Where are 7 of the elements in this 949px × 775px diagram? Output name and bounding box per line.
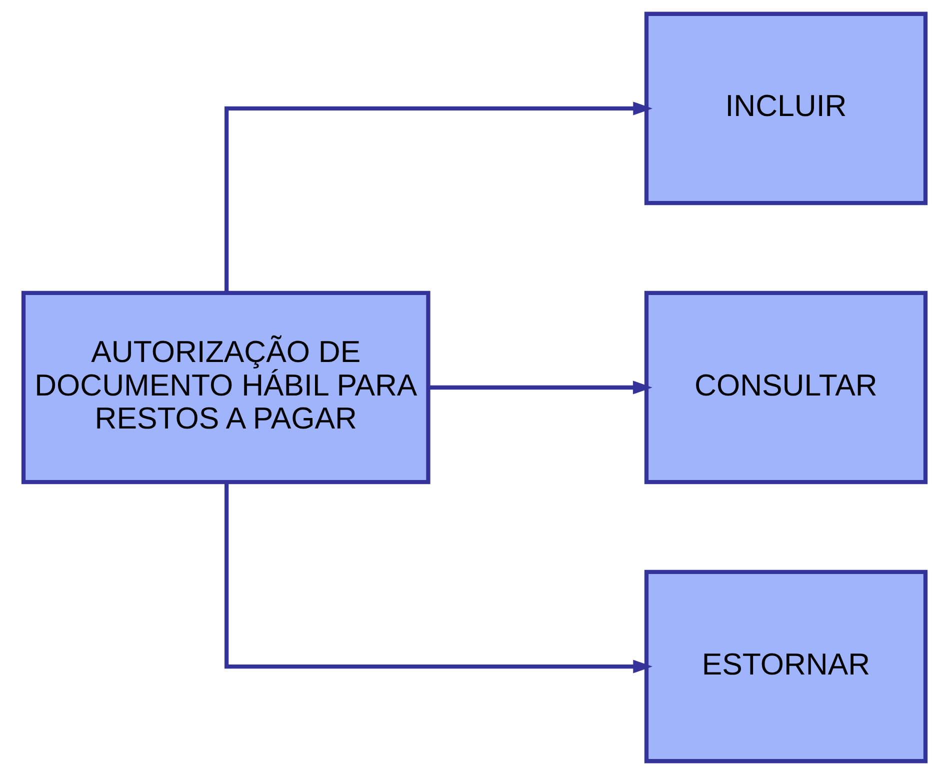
node-box: AUTORIZAÇÃO DE DOCUMENTO HÁBIL PARA RESTOS A PAGAR [21, 290, 430, 484]
node-box: CONSULTAR [644, 290, 928, 484]
node-box: ESTORNAR [644, 570, 928, 764]
arrow [428, 380, 652, 394]
arrow [224, 102, 653, 293]
arrow [224, 482, 653, 674]
node-box: INCLUIR [644, 12, 928, 206]
